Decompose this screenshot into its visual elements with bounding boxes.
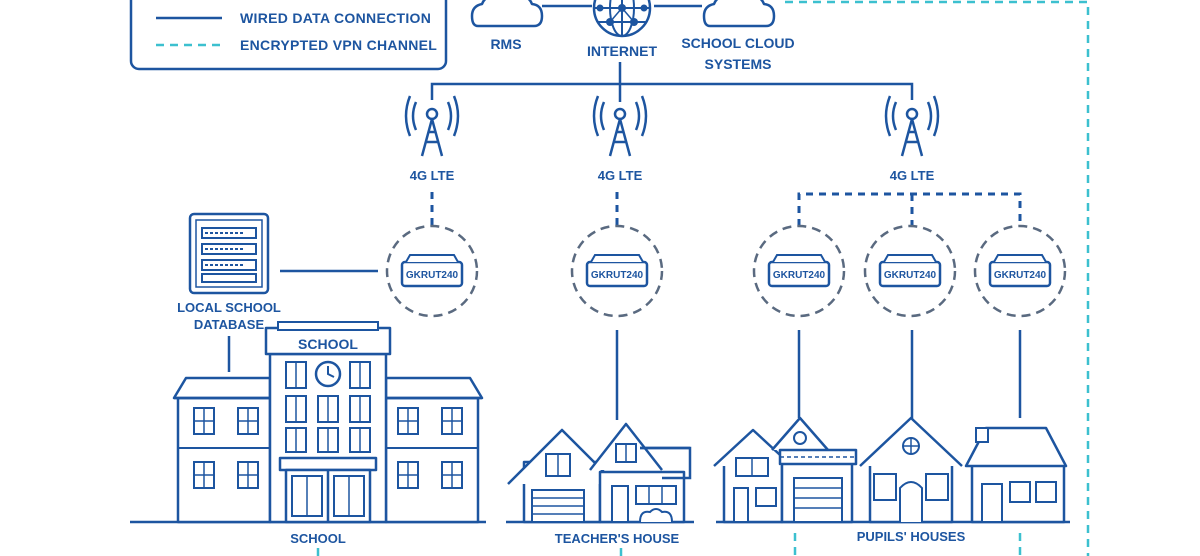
school-building-icon: SCHOOL: [172, 321, 484, 524]
rms-cloud-icon: [470, 0, 544, 28]
legend-wired-label: WIRED DATA CONNECTION: [240, 10, 431, 26]
router-teacher-model: GKRUT240: [591, 270, 644, 281]
pupil-house-2-icon: [859, 416, 963, 524]
lte-links: [430, 192, 1022, 226]
router-pupil-3: GKRUT240: [973, 224, 1067, 318]
router-teacher: GKRUT240: [570, 224, 664, 318]
internet-globe-icon: [592, 0, 652, 38]
pupil-house-1-icon: [713, 416, 858, 524]
school-cloud-label-line1: SCHOOL CLOUD: [681, 35, 794, 51]
database-server-icon: [188, 212, 270, 295]
router-school: GKRUT240: [385, 224, 479, 318]
pupil-house-3-icon: [964, 426, 1068, 524]
router-pupil-2-model: GKRUT240: [884, 270, 937, 281]
tower2-label: 4G LTE: [598, 168, 643, 183]
database-label-line1: LOCAL SCHOOL: [177, 300, 281, 315]
lte-tower-icon-2: [592, 95, 648, 157]
router-pupil-1: GKRUT240: [752, 224, 846, 318]
school-sign: SCHOOL: [298, 336, 358, 352]
lte-tower-icon-1: [404, 95, 460, 157]
teacher-house-label: TEACHER'S HOUSE: [555, 531, 680, 546]
school-label: SCHOOL: [290, 531, 346, 546]
router-pupil-2: GKRUT240: [863, 224, 957, 318]
router-pupil-3-model: GKRUT240: [994, 270, 1047, 281]
backbone-wires: [430, 62, 914, 102]
legend: WIRED DATA CONNECTION ENCRYPTED VPN CHAN…: [129, 0, 448, 71]
router-pupil-1-model: GKRUT240: [773, 270, 826, 281]
teacher-house-icon: [507, 422, 692, 524]
legend-vpn-label: ENCRYPTED VPN CHANNEL: [240, 37, 437, 53]
vpn-channel: [316, 0, 1090, 556]
lte-tower-icon-3: [884, 95, 940, 157]
database-label-line2: DATABASE: [194, 317, 265, 332]
school-cloud-label-line2: SYSTEMS: [705, 56, 772, 72]
router-school-model: GKRUT240: [406, 270, 459, 281]
pupils-houses-label: PUPILS' HOUSES: [857, 529, 966, 544]
wired-links: [227, 269, 1022, 420]
tower3-label: 4G LTE: [890, 168, 935, 183]
tower1-label: 4G LTE: [410, 168, 455, 183]
rms-label: RMS: [490, 36, 521, 52]
school-cloud-icon: [702, 0, 776, 28]
internet-label: INTERNET: [587, 43, 657, 59]
